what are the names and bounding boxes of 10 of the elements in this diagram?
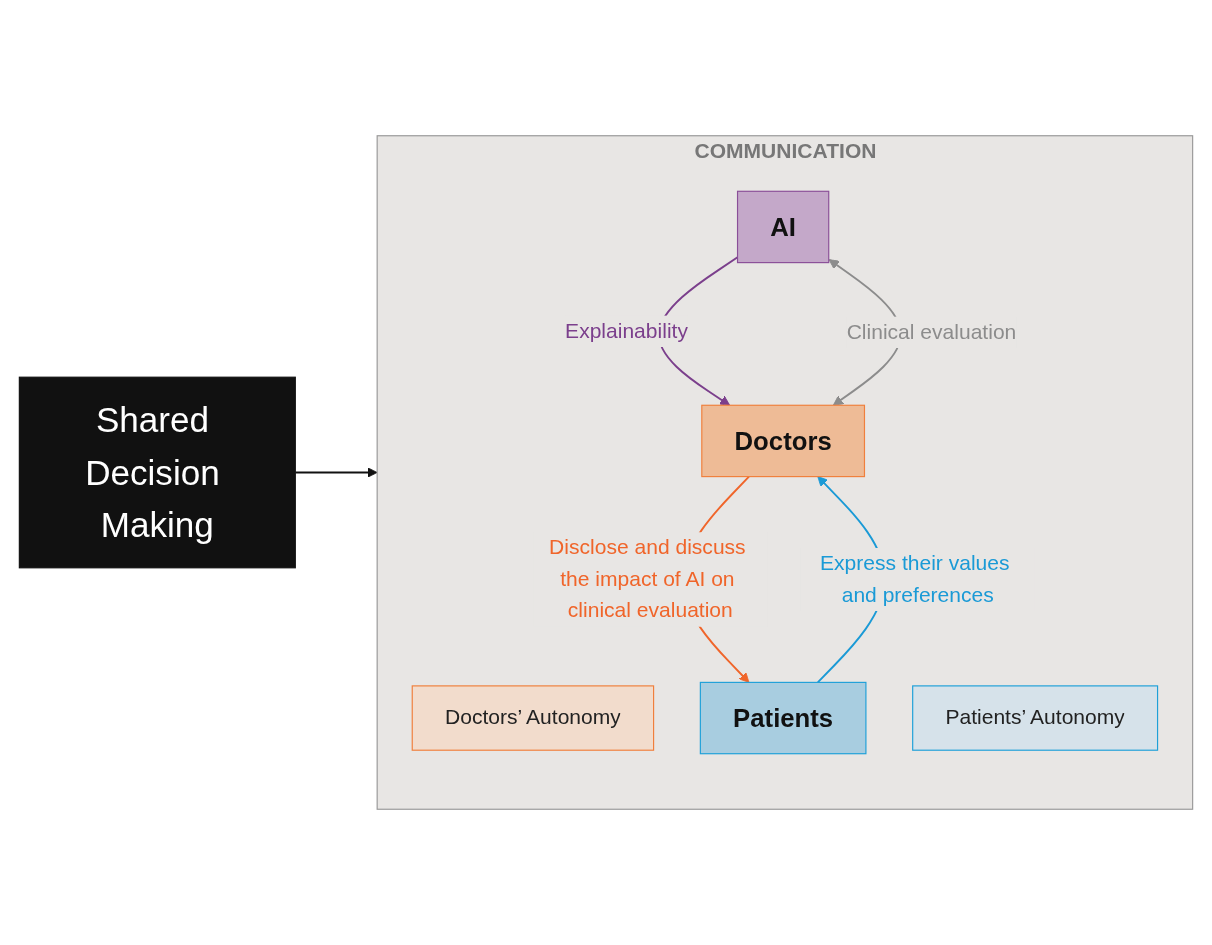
node-box: Shared Decision Making — [18, 376, 296, 569]
node-box: Doctors — [701, 404, 866, 478]
edge-label: Clinical evaluation — [846, 320, 1017, 344]
node-box: Patients — [699, 681, 867, 755]
edge-label: Disclose and discuss the impact of AI on clinical evaluation — [549, 535, 746, 623]
node-box: Doctors’ Autonomy — [411, 685, 655, 751]
node-box: AI — [736, 190, 830, 264]
edge-label: Explainability — [565, 319, 688, 343]
edge-label: Express their values and preferences — [820, 551, 1010, 607]
node-box: Patients’ Autonomy — [912, 685, 1159, 751]
